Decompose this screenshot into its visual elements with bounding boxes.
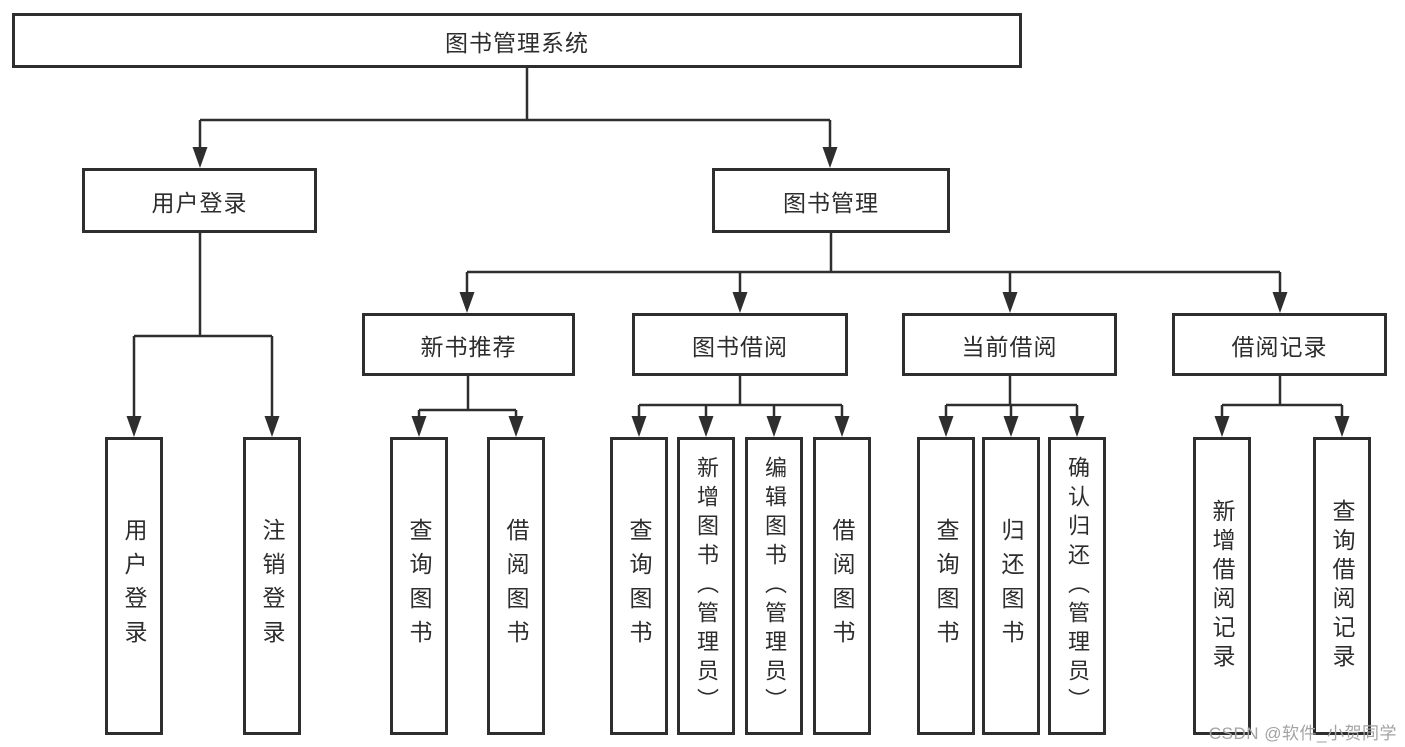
leaf-query-book-3-label: 查询图书 (933, 518, 959, 654)
node-user-login: 用户登录 (82, 168, 317, 233)
leaf-query-book-1-label: 查询图书 (406, 518, 432, 654)
leaf-user-login-label: 用户登录 (121, 518, 147, 654)
node-book-management: 图书管理 (712, 168, 950, 233)
node-current-borrow-label: 当前借阅 (961, 333, 1058, 360)
leaf-confirm-return-admin-label: 确认归还（管理员） (1065, 455, 1090, 717)
node-new-book-recommend: 新书推荐 (362, 313, 575, 376)
leaf-add-borrow-record: 新增借阅记录 (1193, 437, 1251, 735)
node-user-login-label: 用户登录 (151, 189, 248, 216)
connector-bookborrow-branch (637, 376, 844, 419)
leaf-add-borrow-record-label: 新增借阅记录 (1209, 499, 1235, 673)
leaf-confirm-return-admin: 确认归还（管理员） (1048, 437, 1106, 735)
leaf-add-book-admin: 新增图书（管理员） (677, 437, 735, 735)
connector-borrowrecord-branch (1220, 376, 1344, 419)
leaf-logout: 注销登录 (243, 437, 301, 735)
node-book-management-label: 图书管理 (783, 189, 879, 216)
leaf-borrow-book-2-label: 借阅图书 (829, 518, 855, 654)
leaf-borrow-book-1-label: 借阅图书 (503, 518, 529, 654)
connector-userlogin-branch (132, 233, 274, 419)
leaf-query-book-2: 查询图书 (610, 437, 668, 735)
leaf-return-book-label: 归还图书 (998, 518, 1024, 654)
leaf-query-borrow-record-label: 查询借阅记录 (1329, 499, 1355, 673)
node-root-book-management-system: 图书管理系统 (12, 13, 1022, 68)
node-book-borrow: 图书借阅 (632, 313, 848, 376)
leaf-return-book: 归还图书 (982, 437, 1040, 735)
leaf-query-book-1: 查询图书 (390, 437, 448, 735)
node-new-book-recommend-label: 新书推荐 (420, 333, 517, 360)
node-borrow-record-label: 借阅记录 (1231, 333, 1328, 360)
leaf-user-login: 用户登录 (105, 437, 163, 735)
connector-currentborrow-branch (944, 376, 1079, 419)
connector-root-to-level1 (198, 68, 832, 150)
connector-newbook-branch (417, 376, 518, 419)
leaf-add-book-admin-label: 新增图书（管理员） (694, 455, 719, 717)
leaf-edit-book-admin-label: 编辑图书（管理员） (762, 455, 787, 717)
node-current-borrow: 当前借阅 (902, 313, 1117, 376)
leaf-query-book-2-label: 查询图书 (626, 518, 652, 654)
leaf-query-book-3: 查询图书 (917, 437, 975, 735)
leaf-logout-label: 注销登录 (259, 518, 285, 654)
leaf-borrow-book-1: 借阅图书 (487, 437, 545, 735)
leaf-edit-book-admin: 编辑图书（管理员） (745, 437, 803, 735)
node-root-label: 图书管理系统 (445, 29, 589, 56)
leaf-borrow-book-2: 借阅图书 (813, 437, 871, 735)
node-borrow-record: 借阅记录 (1172, 313, 1387, 376)
connector-bookmgmt-branch (465, 233, 1282, 295)
leaf-query-borrow-record: 查询借阅记录 (1313, 437, 1371, 735)
csdn-watermark: CSDN @软件_小贺同学 (1208, 724, 1397, 743)
node-book-borrow-label: 图书借阅 (692, 333, 788, 360)
